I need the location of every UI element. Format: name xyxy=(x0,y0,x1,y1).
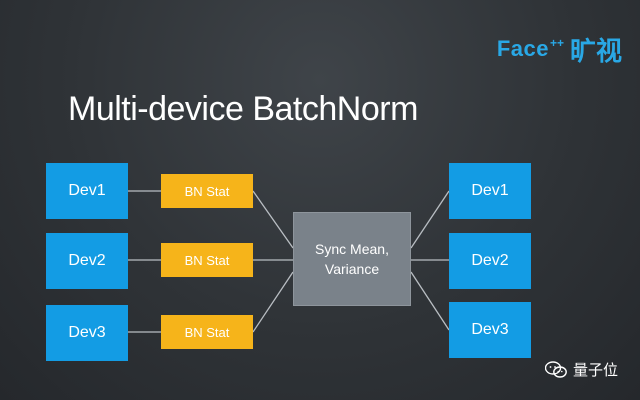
right-device-2: Dev2 xyxy=(449,233,531,289)
bn-stat-2: BN Stat xyxy=(161,243,253,277)
sync-mean-variance-box: Sync Mean, Variance xyxy=(293,212,411,306)
connector-sync-dev1 xyxy=(410,190,450,249)
left-device-1: Dev1 xyxy=(46,163,128,219)
right-device-1: Dev1 xyxy=(449,163,531,219)
connector-sync-dev3 xyxy=(410,271,450,331)
bn-stat-3: BN Stat xyxy=(161,315,253,349)
watermark: 量子位 xyxy=(544,359,618,380)
left-device-3: Dev3 xyxy=(46,305,128,361)
right-device-3: Dev3 xyxy=(449,302,531,358)
face-plus-plus-logo: Face ++ 旷视 xyxy=(496,32,622,67)
connector-bn1-sync xyxy=(252,190,294,249)
slide-title: Multi-device BatchNorm xyxy=(68,90,418,128)
left-device-2: Dev2 xyxy=(46,233,128,289)
connector-bn3-sync xyxy=(252,271,294,333)
wechat-icon xyxy=(544,360,567,379)
bn-stat-1: BN Stat xyxy=(161,174,253,208)
logo-word: Face xyxy=(496,36,549,61)
sync-line-1: Sync Mean, xyxy=(315,241,389,257)
logo-chinese-name: 旷视 xyxy=(569,36,622,67)
sync-line-2: Variance xyxy=(324,261,380,277)
watermark-text: 量子位 xyxy=(572,361,618,379)
logo-superscript: ++ xyxy=(549,36,564,50)
